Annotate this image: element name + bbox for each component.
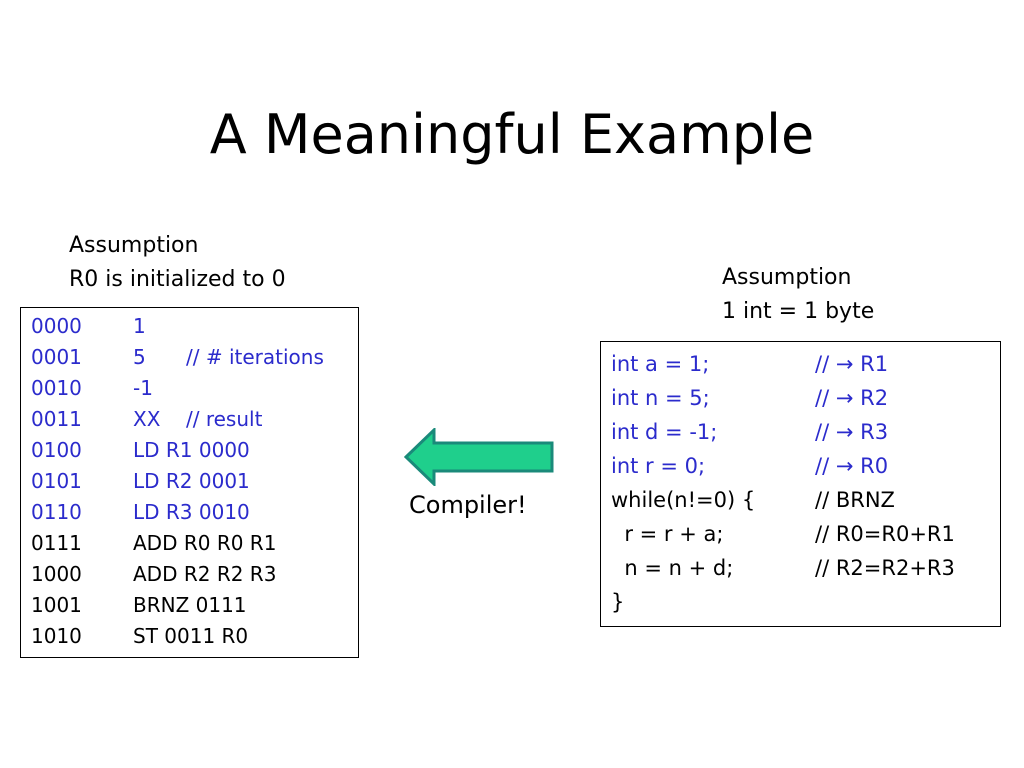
memory-address: 0001 bbox=[31, 345, 82, 369]
slide-title: A Meaningful Example bbox=[209, 103, 815, 166]
left-assumption-text: R0 is initialized to 0 bbox=[69, 267, 286, 292]
compiler-label: Compiler! bbox=[409, 491, 527, 519]
source-comment: // → R3 bbox=[815, 420, 889, 444]
source-code: int r = 0; bbox=[611, 454, 706, 478]
memory-row: 0000 1 bbox=[21, 311, 358, 342]
memory-row: 0001 5 // # iterations bbox=[21, 342, 358, 373]
memory-row: 1001 BRNZ 0111 bbox=[21, 590, 358, 621]
source-code: } bbox=[611, 590, 625, 614]
memory-address: 1000 bbox=[31, 562, 82, 586]
compile-arrow-shape bbox=[404, 428, 554, 486]
memory-address: 0100 bbox=[31, 438, 82, 462]
memory-instruction: LD R2 0001 bbox=[133, 469, 250, 493]
memory-address: 0011 bbox=[31, 407, 82, 431]
source-code: n = n + d; bbox=[611, 556, 734, 580]
memory-comment: // # iterations bbox=[186, 345, 324, 369]
source-code: r = r + a; bbox=[611, 522, 724, 546]
source-row: while(n!=0) { // BRNZ bbox=[601, 483, 1000, 517]
memory-instruction: ST 0011 R0 bbox=[133, 624, 249, 648]
source-comment: // R0=R0+R1 bbox=[815, 522, 955, 546]
memory-instruction: 5 bbox=[133, 345, 146, 369]
memory-address: 0101 bbox=[31, 469, 82, 493]
memory-instruction: 1 bbox=[133, 314, 146, 338]
right-assumption-note: Assumption 1 int = 1 byte bbox=[722, 261, 874, 329]
memory-address: 0110 bbox=[31, 500, 82, 524]
source-row: int d = -1; // → R3 bbox=[601, 415, 1000, 449]
memory-instruction: BRNZ 0111 bbox=[133, 593, 247, 617]
left-assumption-heading: Assumption bbox=[69, 233, 199, 258]
right-assumption-text: 1 int = 1 byte bbox=[722, 299, 875, 324]
source-code: while(n!=0) { bbox=[611, 488, 756, 512]
memory-address: 0010 bbox=[31, 376, 82, 400]
memory-instruction: ADD R2 R2 R3 bbox=[133, 562, 277, 586]
source-row: r = r + a; // R0=R0+R1 bbox=[601, 517, 1000, 551]
memory-instruction: LD R1 0000 bbox=[133, 438, 250, 462]
source-code: int a = 1; bbox=[611, 352, 710, 376]
left-assumption-note: Assumption R0 is initialized to 0 bbox=[69, 229, 286, 297]
memory-row: 1000 ADD R2 R2 R3 bbox=[21, 559, 358, 590]
memory-row: 0101 LD R2 0001 bbox=[21, 466, 358, 497]
right-assumption-heading: Assumption bbox=[722, 265, 852, 290]
machine-code-box: 0000 1 0001 5 // # iterations 0010 -1 00… bbox=[20, 307, 359, 658]
compile-arrow-icon bbox=[404, 428, 554, 486]
memory-address: 1001 bbox=[31, 593, 82, 617]
source-comment: // BRNZ bbox=[815, 488, 895, 512]
source-comment: // → R2 bbox=[815, 386, 889, 410]
source-row: int r = 0; // → R0 bbox=[601, 449, 1000, 483]
memory-row: 0010 -1 bbox=[21, 373, 358, 404]
memory-comment: // result bbox=[186, 407, 263, 431]
memory-instruction: -1 bbox=[133, 376, 153, 400]
memory-address: 1010 bbox=[31, 624, 82, 648]
memory-row: 1010 ST 0011 R0 bbox=[21, 621, 358, 652]
memory-instruction: LD R3 0010 bbox=[133, 500, 250, 524]
memory-instruction: XX bbox=[133, 407, 161, 431]
source-row: } bbox=[601, 585, 1000, 619]
source-comment: // → R0 bbox=[815, 454, 889, 478]
memory-instruction: ADD R0 R0 R1 bbox=[133, 531, 277, 555]
memory-row: 0110 LD R3 0010 bbox=[21, 497, 358, 528]
memory-address: 0111 bbox=[31, 531, 82, 555]
source-code: int n = 5; bbox=[611, 386, 710, 410]
memory-address: 0000 bbox=[31, 314, 82, 338]
source-comment: // R2=R2+R3 bbox=[815, 556, 955, 580]
source-row: int n = 5; // → R2 bbox=[601, 381, 1000, 415]
memory-row: 0100 LD R1 0000 bbox=[21, 435, 358, 466]
source-comment: // → R1 bbox=[815, 352, 889, 376]
source-code-box: int a = 1; // → R1 int n = 5; // → R2 in… bbox=[600, 341, 1001, 627]
memory-row: 0111 ADD R0 R0 R1 bbox=[21, 528, 358, 559]
source-row: int a = 1; // → R1 bbox=[601, 347, 1000, 381]
source-row: n = n + d; // R2=R2+R3 bbox=[601, 551, 1000, 585]
memory-row: 0011 XX // result bbox=[21, 404, 358, 435]
source-code: int d = -1; bbox=[611, 420, 718, 444]
